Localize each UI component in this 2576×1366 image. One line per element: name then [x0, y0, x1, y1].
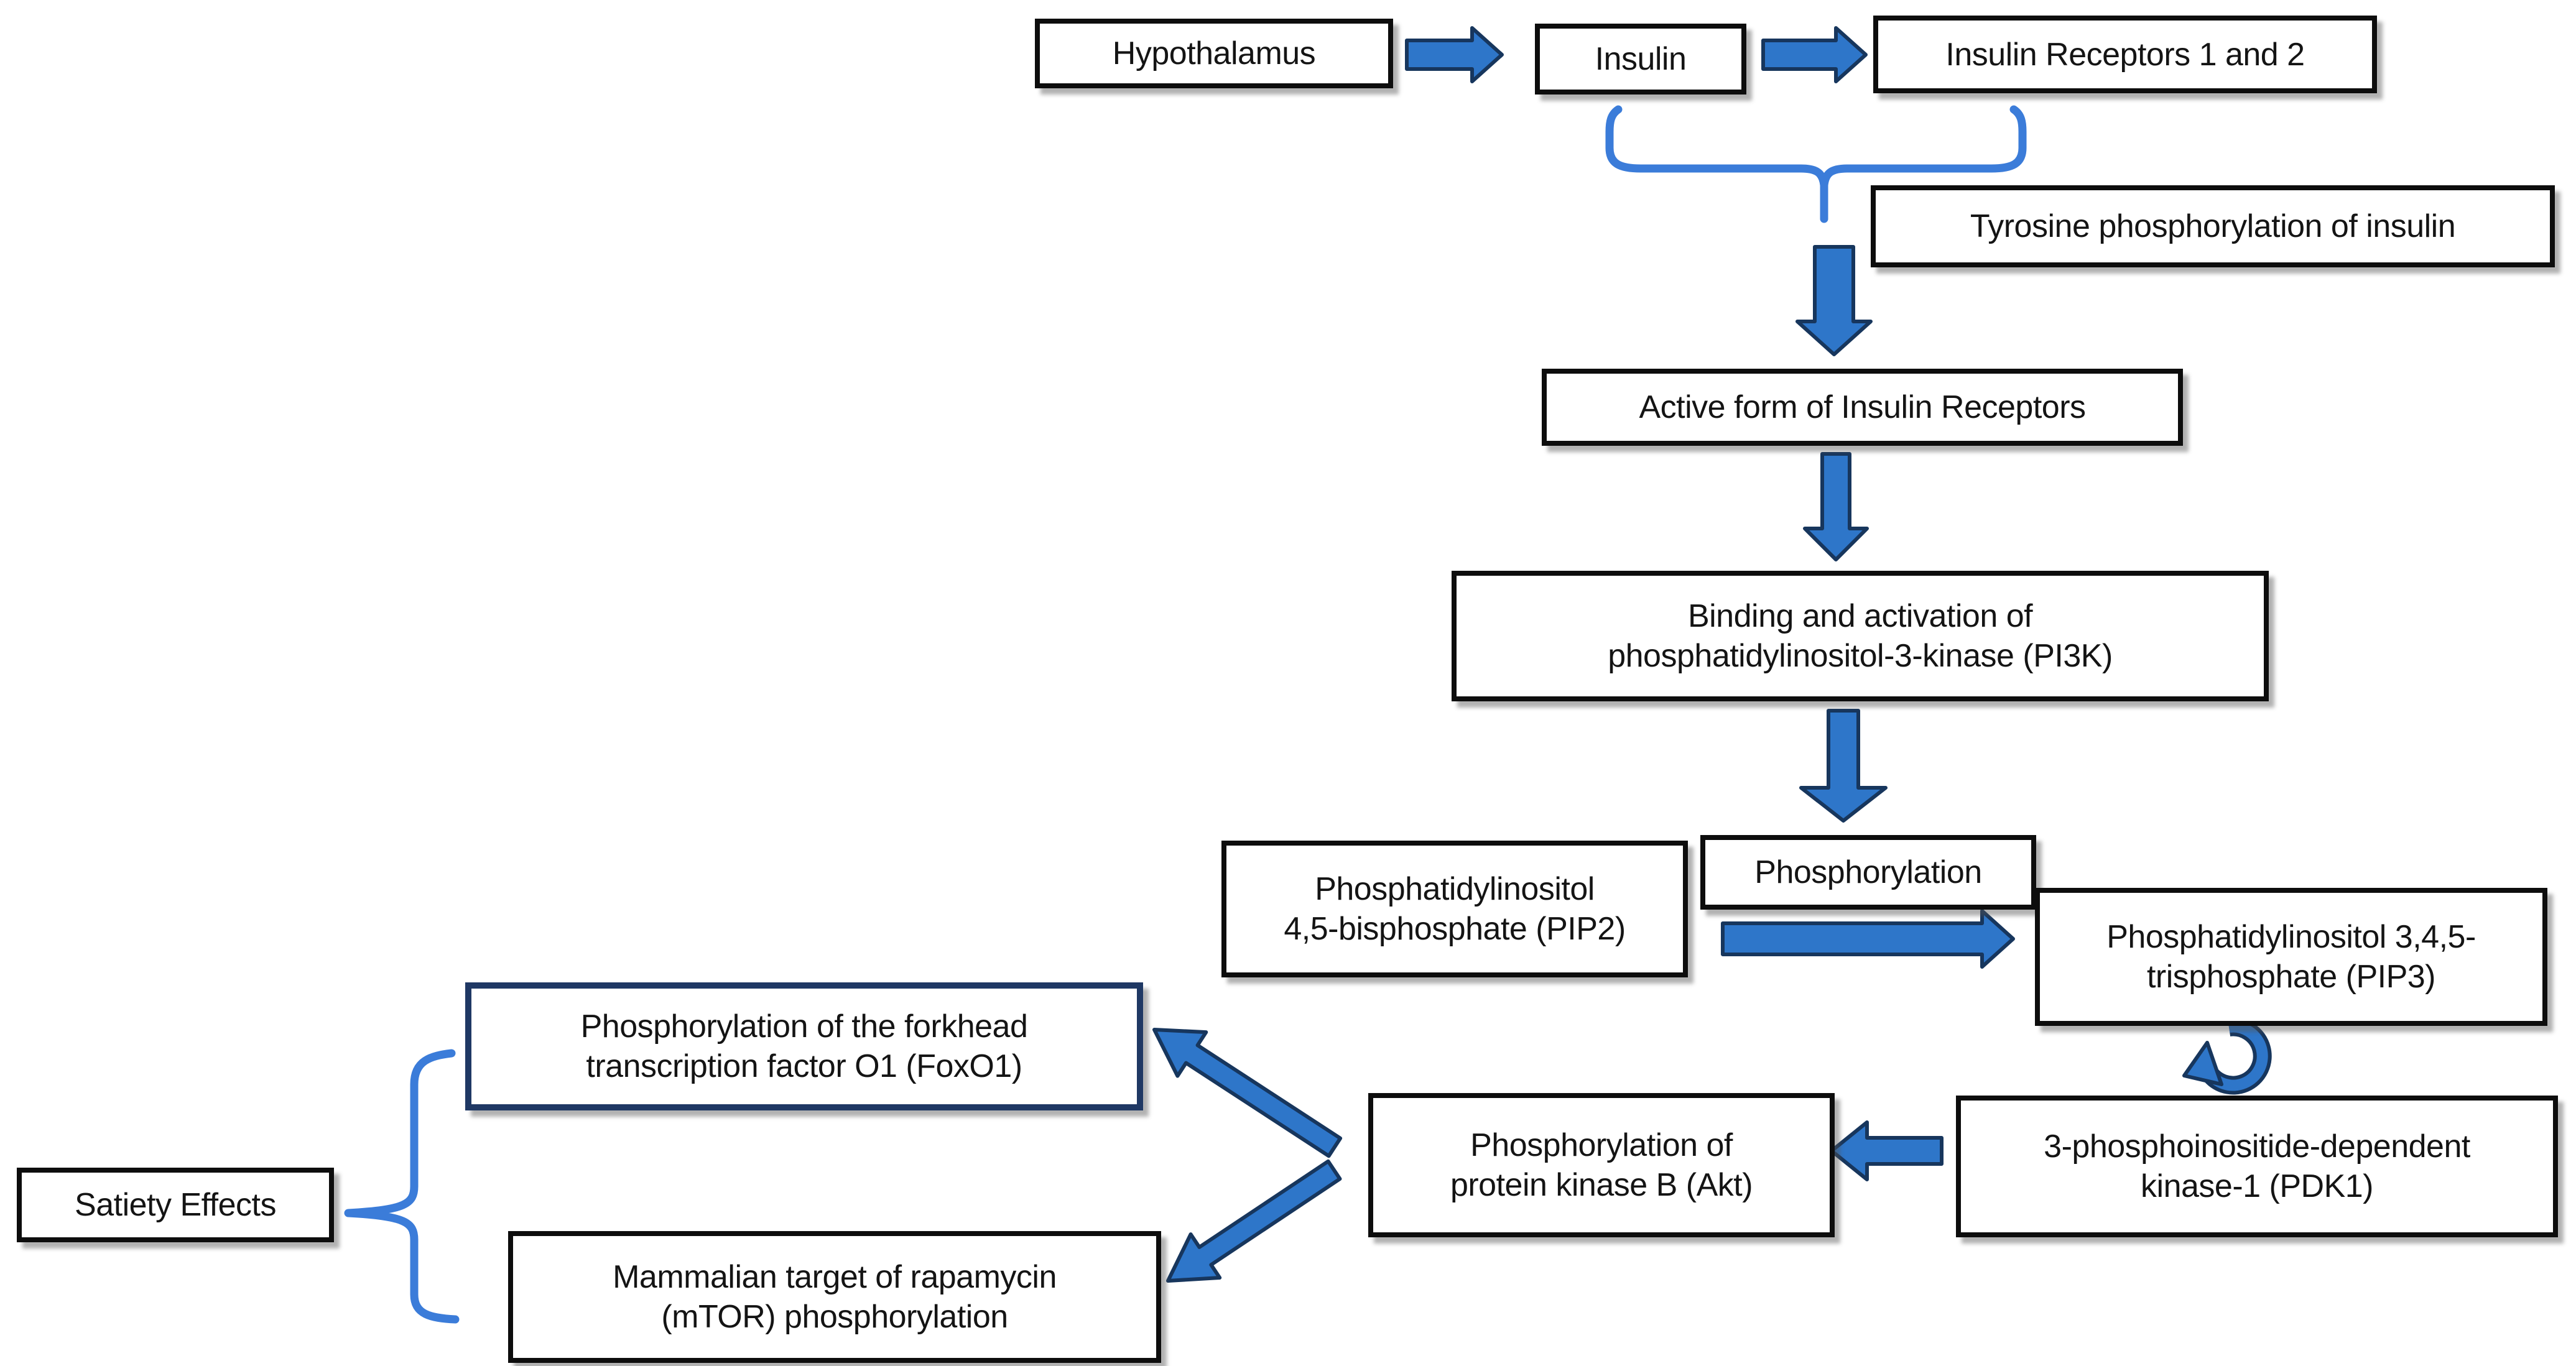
node-hypothalamus-label: Hypothalamus	[1112, 35, 1316, 72]
node-akt-line-2: protein kinase B (Akt)	[1450, 1167, 1753, 1203]
arrow-hypothalamus-to-insulin-icon	[1405, 26, 1504, 83]
node-satiety-effects-label: Satiety Effects	[75, 1187, 276, 1223]
arrow-active-to-pi3k-icon	[1803, 452, 1869, 561]
node-foxo1-line-2: transcription factor O1 (FoxO1)	[586, 1048, 1022, 1084]
node-pip3: Phosphatidylinositol 3,4,5- trisphosphat…	[2035, 888, 2547, 1026]
node-pi3k-binding-activation: Binding and activation of phosphatidylin…	[1452, 571, 2269, 701]
arrow-pi3k-to-phosphorylation-icon	[1799, 709, 1888, 823]
node-pip3-line-1: Phosphatidylinositol 3,4,5-	[2106, 919, 2476, 955]
brace-satiety-effects-icon	[344, 1049, 460, 1324]
node-pip2-line-2: 4,5-bisphosphate (PIP2)	[1284, 911, 1626, 947]
node-pdk1-line-1: 3-phosphoinositide-dependent	[2044, 1128, 2470, 1165]
arrow-brace-to-active-receptors-icon	[1795, 245, 1873, 356]
node-active-insulin-receptors-label: Active form of Insulin Receptors	[1639, 389, 2086, 425]
curved-arrow-pip3-to-pdk1-icon	[2182, 1017, 2272, 1095]
arrow-akt-to-foxo1-icon	[1152, 1028, 1343, 1158]
node-mtor-line-1: Mammalian target of rapamycin	[613, 1259, 1057, 1295]
node-pdk1-line-2: kinase-1 (PDK1)	[2141, 1168, 2373, 1204]
node-mtor-line-2: (mTOR) phosphorylation	[661, 1299, 1008, 1335]
arrow-pip2-to-pip3-icon	[1721, 909, 2015, 969]
node-tyrosine-phosphorylation-label: Tyrosine phosphorylation of insulin	[1970, 208, 2456, 244]
node-pi3k-line-1: Binding and activation of	[1687, 598, 2033, 634]
node-insulin: Insulin	[1535, 24, 1746, 95]
node-foxo1-phosphorylation: Phosphorylation of the forkhead transcri…	[465, 982, 1143, 1110]
node-pip2: Phosphatidylinositol 4,5-bisphosphate (P…	[1221, 841, 1688, 977]
arrow-pdk1-to-akt-icon	[1830, 1120, 1944, 1181]
node-phosphorylation-label: Phosphorylation	[1754, 854, 1982, 890]
node-phosphorylation: Phosphorylation	[1700, 835, 2036, 910]
node-active-insulin-receptors: Active form of Insulin Receptors	[1542, 369, 2183, 446]
node-pip3-line-2: trisphosphate (PIP3)	[2146, 959, 2436, 995]
node-insulin-receptors-label: Insulin Receptors 1 and 2	[1945, 36, 2305, 73]
node-hypothalamus: Hypothalamus	[1035, 19, 1393, 88]
arrow-akt-to-mtor-icon	[1166, 1159, 1342, 1283]
arrow-insulin-to-receptors-icon	[1761, 26, 1868, 83]
node-mtor-phosphorylation: Mammalian target of rapamycin (mTOR) pho…	[508, 1231, 1161, 1363]
node-tyrosine-phosphorylation: Tyrosine phosphorylation of insulin	[1871, 185, 2555, 267]
node-pdk1: 3-phosphoinositide-dependent kinase-1 (P…	[1956, 1096, 2558, 1237]
node-insulin-label: Insulin	[1595, 41, 1687, 77]
node-foxo1-line-1: Phosphorylation of the forkhead	[580, 1008, 1028, 1045]
brace-insulin-receptors-icon	[1605, 105, 2027, 223]
node-insulin-receptors: Insulin Receptors 1 and 2	[1873, 16, 2377, 93]
node-pi3k-line-2: phosphatidylinositol-3-kinase (PI3K)	[1608, 638, 2113, 674]
node-satiety-effects: Satiety Effects	[17, 1168, 334, 1242]
node-pip2-line-1: Phosphatidylinositol	[1315, 871, 1595, 907]
node-akt-line-1: Phosphorylation of	[1470, 1127, 1733, 1163]
node-akt-phosphorylation: Phosphorylation of protein kinase B (Akt…	[1368, 1093, 1835, 1237]
